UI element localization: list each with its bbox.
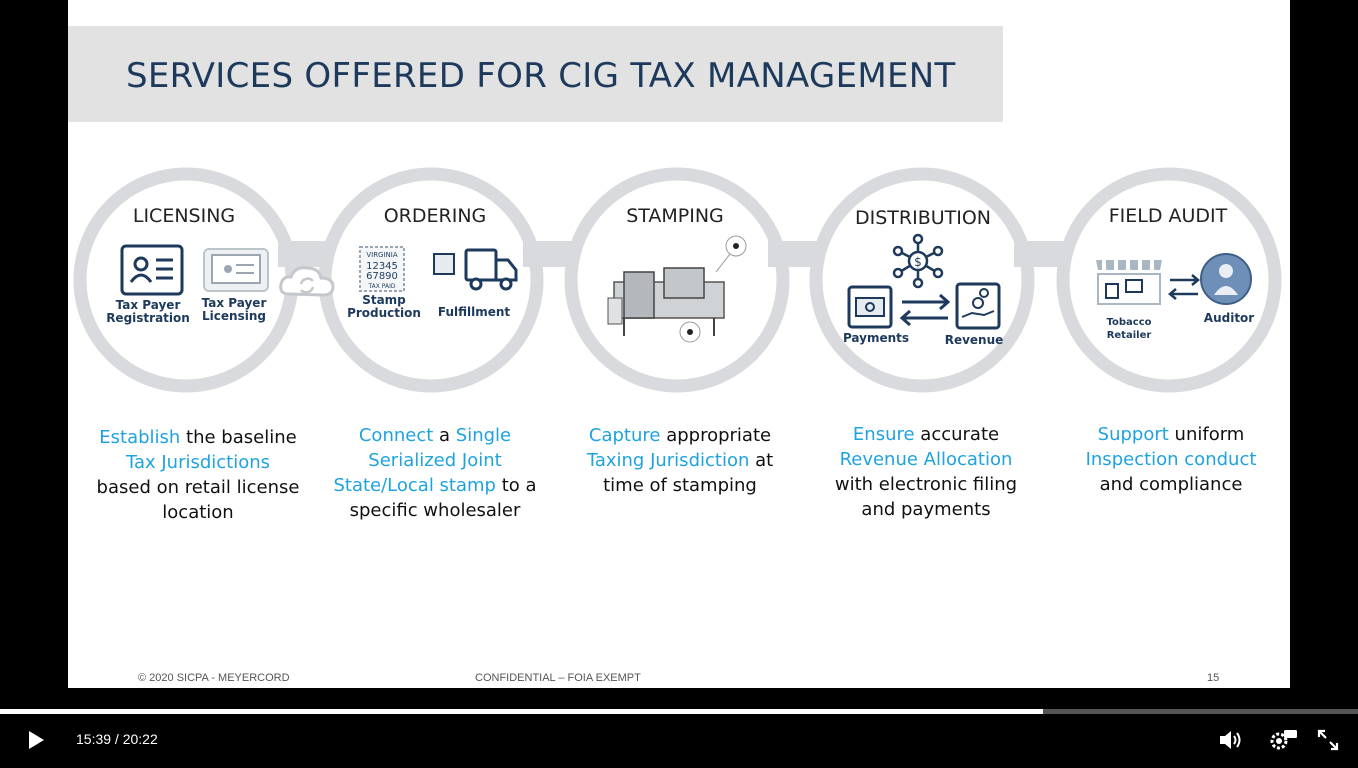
slide-title: SERVICES OFFERED FOR CIG TAX MANAGEMENT — [126, 56, 956, 96]
section-label-stamping: STAMPING — [626, 205, 724, 227]
icon-label-tobacco-retailer: Tobacco Retailer — [1106, 317, 1152, 341]
auditor-icon — [1200, 253, 1252, 305]
description-ordering: Connect a Single Serialized Joint State/… — [333, 425, 537, 521]
stamp-tax-paid-text: TAX PAID — [367, 283, 395, 290]
description-stamping: Capture appropriate Taxing Jurisdiction … — [586, 425, 774, 496]
volume-icon[interactable] — [1218, 728, 1244, 752]
total-time: 20:22 — [122, 731, 158, 747]
icon-label-stamp-production: Stamp Production — [347, 293, 421, 320]
exchange-arrows-icon — [899, 293, 951, 327]
description-distribution: Ensure accurate Revenue Allocation with … — [834, 424, 1018, 520]
tax-stamp-icon: VIRGINIA 12345 67890 TAX PAID — [359, 246, 405, 292]
fulfillment-truck-icon — [433, 248, 518, 291]
stamp-number-1-text: 12345 — [366, 261, 398, 272]
stamp-state-text: VIRGINIA — [366, 251, 398, 259]
icon-label-licensing: Tax Payer Licensing — [201, 296, 267, 323]
settings-hd-icon[interactable] — [1268, 728, 1298, 752]
icon-label-registration: Tax Payer Registration — [106, 298, 190, 325]
icon-label-payments: Payments — [842, 331, 910, 345]
current-time: 15:39 — [76, 731, 112, 747]
icon-label-fulfillment: Fulfillment — [437, 305, 511, 319]
progress-bar[interactable] — [0, 709, 1358, 714]
section-label-licensing: LICENSING — [132, 205, 236, 227]
footer-confidential: CONFIDENTIAL – FOIA EXEMPT — [475, 672, 641, 684]
registration-icon — [120, 244, 184, 296]
section-label-distribution: DISTRIBUTION — [854, 207, 992, 229]
section-label-ordering: ORDERING — [383, 205, 487, 227]
icon-label-revenue: Revenue — [944, 333, 1004, 347]
time-display: 15:39 / 20:22 — [76, 731, 158, 747]
description-field-audit: Support uniform Inspection conduct and c… — [1085, 424, 1257, 495]
slide: SERVICES OFFERED FOR CIG TAX MANAGEMENT … — [68, 0, 1290, 688]
footer-copyright: © 2020 SICPA - MEYERCORD — [138, 672, 290, 684]
icon-label-auditor: Auditor — [1203, 311, 1255, 325]
title-band — [68, 26, 1003, 122]
audit-exchange-arrows-icon — [1168, 274, 1200, 300]
money-network-icon: $ — [892, 233, 944, 289]
play-icon[interactable] — [24, 728, 48, 752]
description-licensing: Establish the baseline Tax Jurisdictions… — [96, 427, 300, 523]
licensing-icon — [203, 248, 269, 292]
revenue-icon — [955, 282, 1001, 330]
progress-bar-fill — [0, 709, 1043, 714]
stamping-machine-image — [607, 235, 747, 343]
footer-page-number: 15 — [1207, 672, 1220, 684]
cloud-sync-icon — [279, 266, 335, 297]
time-separator: / — [111, 731, 123, 747]
video-controls: 15:39 / 20:22 — [0, 688, 1358, 763]
stamp-number-2-text: 67890 — [366, 271, 398, 282]
tobacco-shop-icon — [1096, 260, 1162, 305]
payments-icon — [847, 285, 893, 329]
fullscreen-icon[interactable] — [1316, 728, 1340, 752]
section-label-field-audit: FIELD AUDIT — [1108, 205, 1228, 227]
svg-text:$: $ — [914, 255, 922, 269]
